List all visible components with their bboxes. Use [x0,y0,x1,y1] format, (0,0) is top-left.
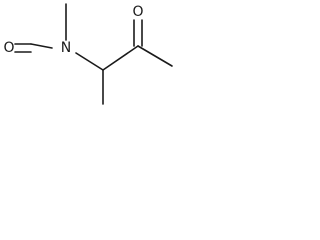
atom-labels: O N O [3,4,143,56]
bond-n-ch [75,52,104,71]
bonds [14,3,173,105]
bond-formyl-c-n [30,43,53,49]
atom-label-oxygen-ketone: O [132,4,143,20]
structural-formula: O N O [3,3,173,105]
bond-carbonyl-methyl [137,45,173,67]
atom-label-nitrogen: N [61,40,71,56]
bond-ch-carbonyl [102,45,139,71]
atom-label-oxygen-formyl: O [3,40,14,56]
